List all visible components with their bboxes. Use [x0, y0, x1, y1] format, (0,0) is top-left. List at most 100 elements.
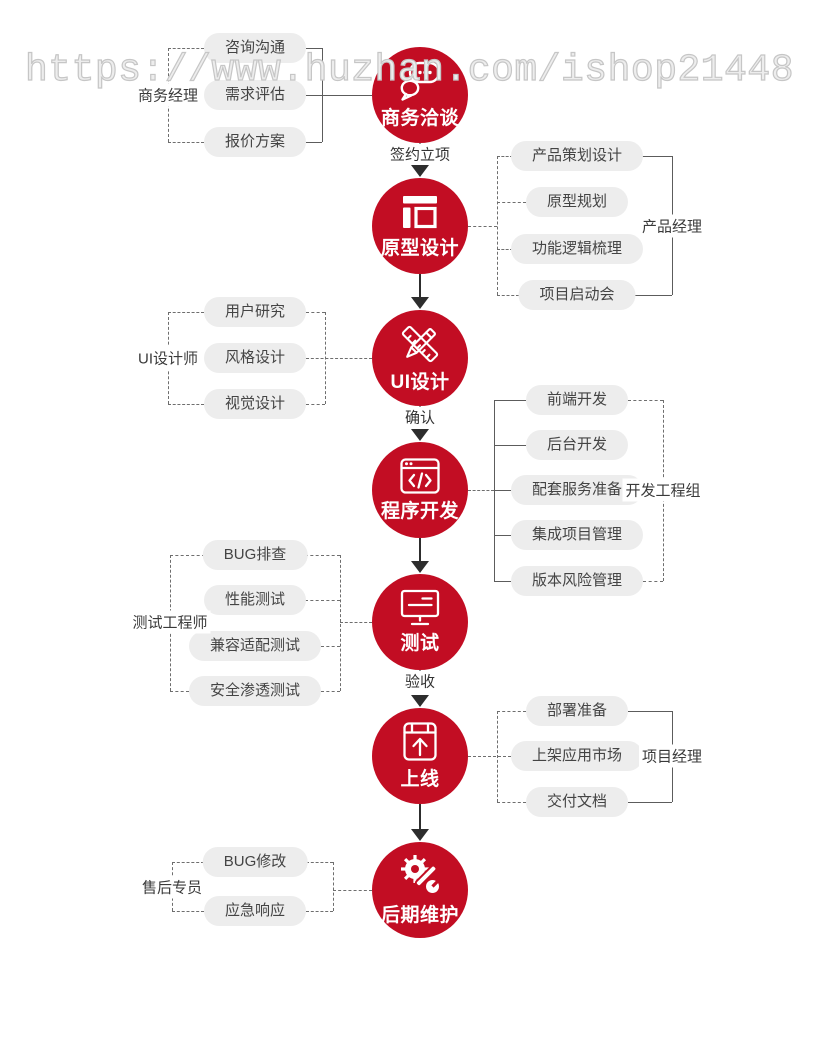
- arrow-down-icon: [411, 165, 429, 177]
- connector: [168, 312, 204, 313]
- task-pill: 功能逻辑梳理: [510, 234, 644, 264]
- connector: [305, 555, 340, 556]
- task-pill: 原型规划: [525, 187, 629, 217]
- connector: [468, 490, 494, 491]
- role-label: 产品经理: [638, 214, 706, 238]
- upload-window-icon: [403, 721, 437, 762]
- connector: [168, 404, 204, 405]
- stage-label: 原型设计: [380, 237, 459, 259]
- connector: [494, 445, 526, 446]
- transition-label: 验收: [401, 670, 439, 692]
- task-pill: 用户研究: [203, 297, 307, 327]
- prototype-icon: [401, 193, 439, 231]
- connector: [497, 802, 526, 803]
- task-pill: 性能测试: [203, 585, 307, 615]
- connector: [172, 862, 204, 863]
- task-pill: 集成项目管理: [510, 520, 644, 550]
- connector: [497, 711, 498, 802]
- connector: [306, 911, 333, 912]
- task-pill: 报价方案: [203, 127, 307, 157]
- role-label: 售后专员: [138, 875, 206, 899]
- task-pill: 后台开发: [525, 430, 629, 460]
- connector: [306, 404, 325, 405]
- task-pill: 上架应用市场: [510, 741, 644, 771]
- connector: [168, 142, 204, 143]
- stage-label: 上线: [400, 768, 440, 790]
- connector: [170, 555, 205, 556]
- transition-label: 确认: [401, 406, 439, 428]
- arrow-down-icon: [411, 561, 429, 573]
- connector: [641, 156, 672, 157]
- connector: [306, 48, 322, 49]
- stage-business-talk: 商务洽谈: [372, 47, 468, 143]
- task-pill: 部署准备: [525, 696, 629, 726]
- stage-label: 程序开发: [380, 500, 459, 522]
- monitor-icon: [400, 589, 440, 626]
- task-pill: 前端开发: [525, 385, 629, 415]
- axis-line: [419, 274, 421, 299]
- connector: [305, 600, 340, 601]
- connector: [494, 490, 511, 491]
- connector: [628, 400, 663, 401]
- stage-label: 商务洽谈: [380, 107, 459, 129]
- task-pill: 项目启动会: [518, 280, 636, 310]
- connector: [497, 156, 513, 157]
- chat-icon: [399, 61, 441, 101]
- connector: [628, 802, 672, 803]
- connector: [497, 295, 519, 296]
- connector: [340, 555, 341, 691]
- connector: [306, 358, 372, 359]
- role-label: UI设计师: [134, 346, 202, 370]
- arrow-down-icon: [411, 297, 429, 309]
- stage-label: 后期维护: [380, 904, 459, 926]
- task-pill: 兼容适配测试: [188, 631, 322, 661]
- connector: [333, 890, 372, 891]
- connector: [497, 249, 513, 250]
- stage-testing: 测试: [372, 574, 468, 670]
- connector: [170, 691, 189, 692]
- connector: [321, 646, 340, 647]
- connector: [333, 862, 334, 911]
- stage-maintenance: 后期维护: [372, 842, 468, 938]
- connector: [306, 862, 333, 863]
- task-pill: 应急响应: [203, 896, 307, 926]
- task-pill: 交付文档: [525, 787, 629, 817]
- axis-line: [419, 804, 421, 831]
- stage-prototype-design: 原型设计: [372, 178, 468, 274]
- connector: [643, 581, 663, 582]
- connector: [494, 400, 526, 401]
- task-pill: 配套服务准备: [510, 475, 644, 505]
- connector: [494, 581, 511, 582]
- stage-launch: 上线: [372, 708, 468, 804]
- role-label: 开发工程组: [622, 478, 704, 502]
- role-label: 商务经理: [134, 83, 202, 107]
- connector: [321, 691, 340, 692]
- task-pill: 产品策划设计: [510, 141, 644, 171]
- stage-label: 测试: [400, 633, 440, 654]
- connector: [306, 142, 322, 143]
- connector: [168, 48, 204, 49]
- code-window-icon: [400, 457, 440, 494]
- connector: [468, 226, 497, 227]
- arrow-down-icon: [411, 695, 429, 707]
- stage-label: UI设计: [390, 371, 450, 393]
- task-pill: BUG修改: [202, 847, 308, 877]
- connector: [497, 156, 498, 295]
- role-label: 项目经理: [638, 744, 706, 768]
- transition-label: 签约立项: [386, 143, 454, 165]
- connector: [497, 711, 526, 712]
- arrow-down-icon: [411, 829, 429, 841]
- task-pill: 咨询沟通: [203, 33, 307, 63]
- arrow-down-icon: [411, 429, 429, 441]
- connector: [340, 622, 372, 623]
- task-pill: 安全渗透测试: [188, 676, 322, 706]
- task-pill: 风格设计: [203, 343, 307, 373]
- connector: [497, 202, 526, 203]
- connector: [628, 711, 672, 712]
- gear-wrench-icon: [398, 854, 442, 898]
- connector: [468, 756, 511, 757]
- stage-development: 程序开发: [372, 442, 468, 538]
- connector: [306, 95, 372, 96]
- task-pill: 视觉设计: [203, 389, 307, 419]
